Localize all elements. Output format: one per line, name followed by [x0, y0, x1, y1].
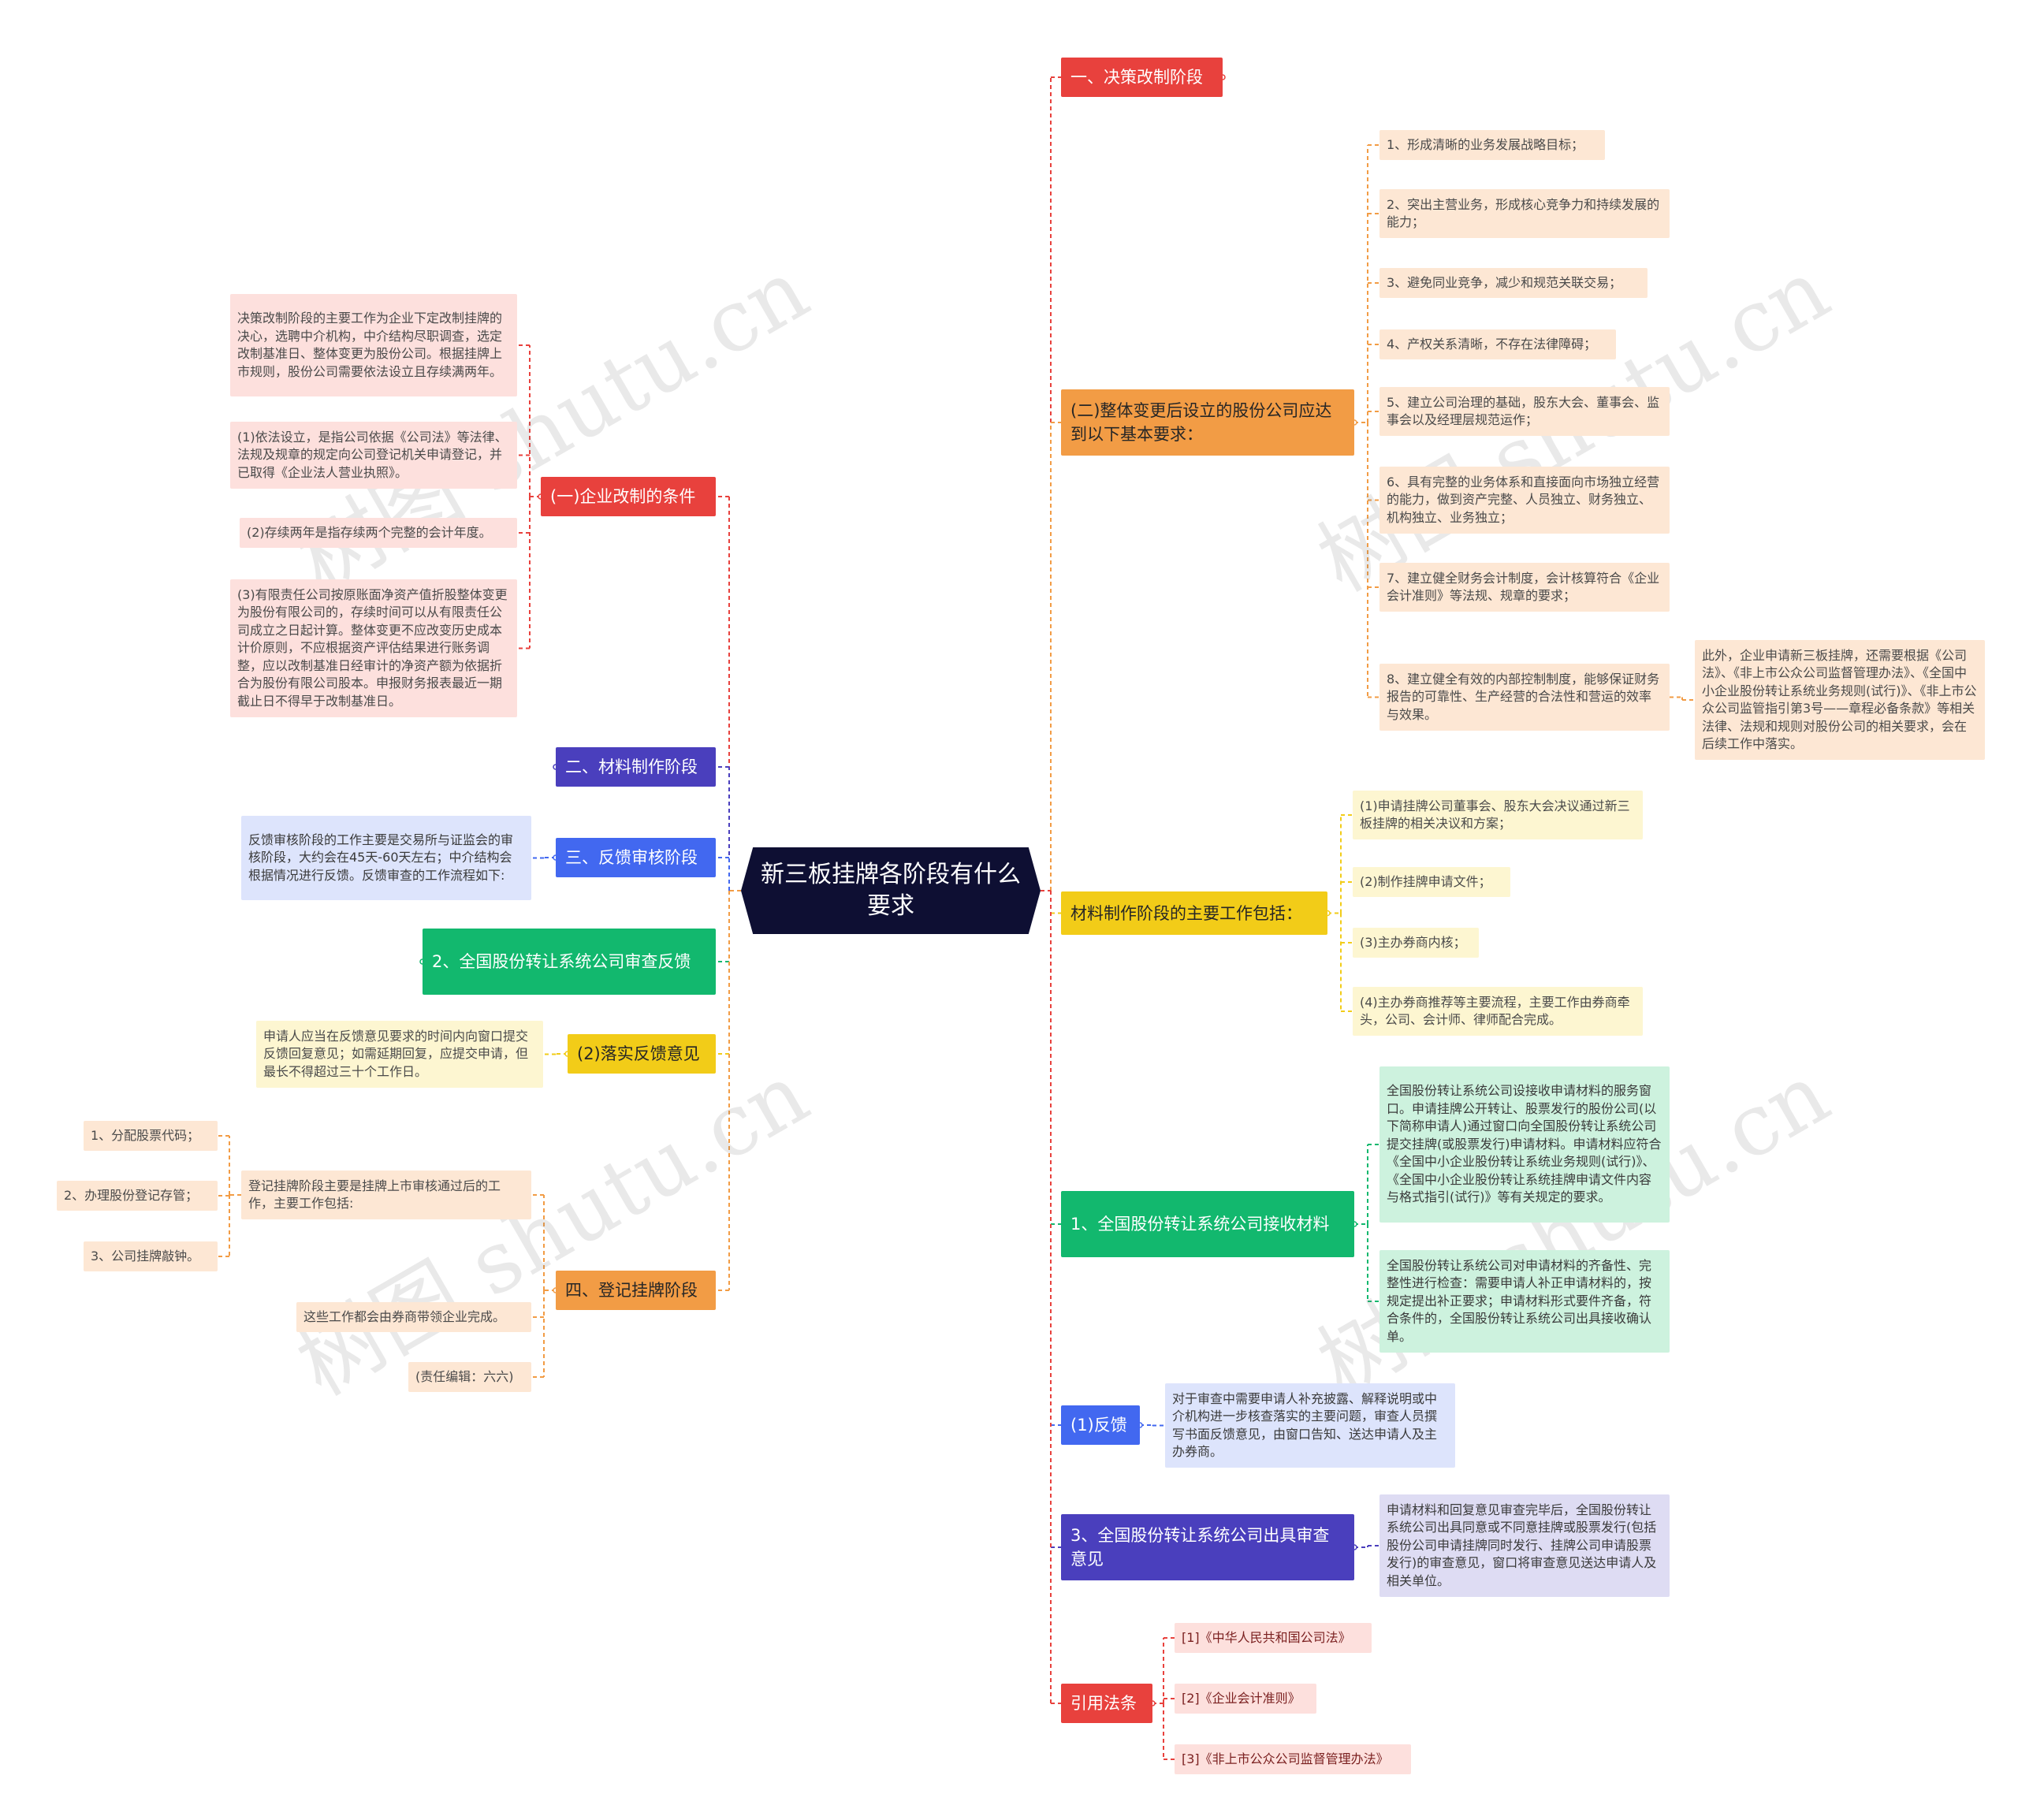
condition-2: (2)存续两年是指存续两个完整的会计年度。	[240, 518, 517, 548]
law-company-law: [1]《中华人民共和国公司法》	[1175, 1623, 1372, 1653]
branch-issue-opinion[interactable]: 3、全国股份转让系统公司出具审查意见	[1061, 1514, 1354, 1580]
condition-1: (1)依法设立，是指公司依据《公司法》等法律、法规及规章的规定向公司登记机关申请…	[230, 422, 517, 489]
law-accounting-standards: [2]《企业会计准则》	[1175, 1684, 1316, 1714]
registration-detail: 登记挂牌阶段主要是挂牌上市审核通过后的工作，主要工作包括:	[241, 1171, 531, 1219]
condition-3: (3)有限责任公司按原账面净资产值折股整体变更为股份有限公司的，存续时间可以从有…	[230, 579, 517, 717]
requirement-5: 5、建立公司治理的基础，股东大会、董事会、监事会以及经理层规范运作；	[1379, 387, 1670, 436]
branch-cited-laws[interactable]: 引用法条	[1061, 1684, 1152, 1723]
material-work-4: (4)主办券商推荐等主要流程，主要工作由券商牵头，公司、会计师、律师配合完成。	[1353, 987, 1643, 1036]
requirement-7: 7、建立健全财务会计制度，会计核算符合《企业会计准则》等法规、规章的要求；	[1379, 563, 1670, 612]
branch-accept-materials[interactable]: 1、全国股份转让系统公司接收材料	[1061, 1191, 1354, 1257]
registration-note: 这些工作都会由券商带领企业完成。	[296, 1302, 531, 1332]
registration-item-2: 2、办理股份登记存管；	[57, 1181, 218, 1211]
material-work-2: (2)制作挂牌申请文件；	[1353, 867, 1510, 897]
law-public-company-rules: [3]《非上市公众公司监督管理办法》	[1175, 1744, 1411, 1774]
feedback-detail: 对于审查中需要申请人补充披露、解释说明或中介机构进一步核查落实的主要问题，审查人…	[1165, 1383, 1455, 1468]
requirement-1: 1、形成清晰的业务发展战略目标；	[1379, 130, 1605, 160]
branch-material-work[interactable]: 材料制作阶段的主要工作包括：	[1061, 891, 1327, 935]
issue-opinion-detail: 申请材料和回复意见审查完毕后，全国股份转让系统公司出具同意或不同意挂牌或股票发行…	[1379, 1494, 1670, 1597]
accept-materials-detail-1: 全国股份转让系统公司设接收申请材料的服务窗口。申请挂牌公开转让、股票发行的股份公…	[1379, 1066, 1670, 1223]
requirement-3: 3、避免同业竞争，减少和规范关联交易；	[1379, 268, 1648, 298]
requirement-6: 6、具有完整的业务体系和直接面向市场独立经营的能力，做到资产完整、人员独立、财务…	[1379, 467, 1670, 534]
branch-reform-conditions[interactable]: (一)企业改制的条件	[541, 477, 716, 516]
registration-item-1: 1、分配股票代码；	[84, 1121, 218, 1151]
requirement-8-note: 此外，企业申请新三板挂牌，还需要根据《公司法》、《非上市公众公司监督管理办法》、…	[1695, 640, 1985, 760]
implement-feedback-detail: 申请人应当在反馈意见要求的时间内向窗口提交反馈回复意见；如需延期回复，应提交申请…	[256, 1021, 543, 1088]
feedback-stage-detail: 反馈审核阶段的工作主要是交易所与证监会的审核阶段，大约会在45天-60天左右；中…	[241, 816, 531, 900]
branch-decision-stage[interactable]: 一、决策改制阶段	[1061, 58, 1223, 97]
decision-stage-detail: 决策改制阶段的主要工作为企业下定改制挂牌的决心，选聘中介机构，中介结构尽职调查，…	[230, 294, 517, 396]
editor-note: (责任编辑：六六)	[408, 1362, 531, 1392]
root-topic[interactable]: 新三板挂牌各阶段有什么要求	[741, 847, 1041, 934]
branch-registration-stage[interactable]: 四、登记挂牌阶段	[556, 1271, 716, 1310]
branch-feedback-stage[interactable]: 三、反馈审核阶段	[556, 838, 716, 877]
branch-review-feedback[interactable]: 2、全国股份转让系统公司审查反馈	[423, 929, 716, 995]
branch-material-stage[interactable]: 二、材料制作阶段	[556, 747, 716, 787]
branch-implement-feedback[interactable]: (2)落实反馈意见	[568, 1034, 716, 1074]
requirement-4: 4、产权关系清晰，不存在法律障碍；	[1379, 329, 1616, 359]
registration-item-3: 3、公司挂牌敲钟。	[84, 1241, 218, 1271]
material-work-1: (1)申请挂牌公司董事会、股东大会决议通过新三板挂牌的相关决议和方案；	[1353, 791, 1643, 839]
requirement-8: 8、建立健全有效的内部控制制度，能够保证财务报告的可靠性、生产经营的合法性和营运…	[1379, 664, 1670, 731]
material-work-3: (3)主办券商内核；	[1353, 928, 1479, 958]
branch-feedback-1[interactable]: (1)反馈	[1061, 1405, 1140, 1445]
requirement-2: 2、突出主营业务，形成核心竞争力和持续发展的能力；	[1379, 189, 1670, 238]
accept-materials-detail-2: 全国股份转让系统公司对申请材料的齐备性、完整性进行检查：需要申请人补正申请材料的…	[1379, 1250, 1670, 1353]
branch-overall-change-requirements[interactable]: (二)整体变更后设立的股份公司应达到以下基本要求：	[1061, 389, 1354, 456]
